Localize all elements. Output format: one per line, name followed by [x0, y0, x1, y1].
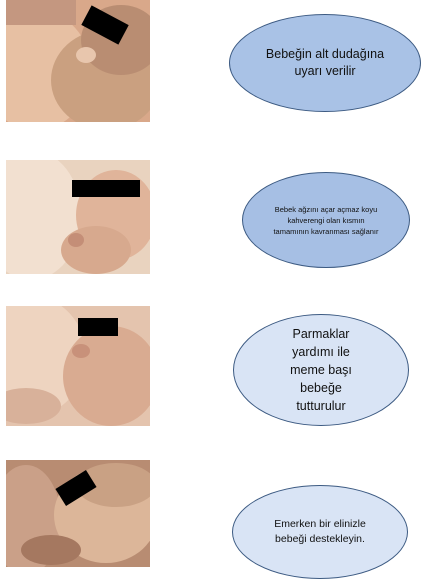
censor-bar — [72, 180, 140, 197]
step-2-text: Bebek ağzını açar açmaz koyu kahverengi … — [273, 204, 379, 237]
photo-step-1 — [6, 0, 150, 122]
step-3-bubble: Parmaklar yardımı ile meme başı bebeğe t… — [233, 314, 409, 426]
step-3-text: Parmaklar yardımı ile meme başı bebeğe t… — [276, 325, 366, 415]
photo-step-2 — [6, 160, 150, 274]
step-2-bubble: Bebek ağzını açar açmaz koyu kahverengi … — [242, 172, 410, 268]
step-4-text: Emerken bir elinizle bebeği destekleyin. — [263, 517, 377, 547]
photo-step-3 — [6, 306, 150, 426]
step-4-bubble: Emerken bir elinizle bebeği destekleyin. — [232, 485, 408, 579]
photo-step-4 — [6, 460, 150, 567]
step-1-text: Bebeğin alt dudağına uyarı verilir — [264, 46, 386, 80]
step-1-bubble: Bebeğin alt dudağına uyarı verilir — [229, 14, 421, 112]
censor-bar — [78, 318, 118, 336]
